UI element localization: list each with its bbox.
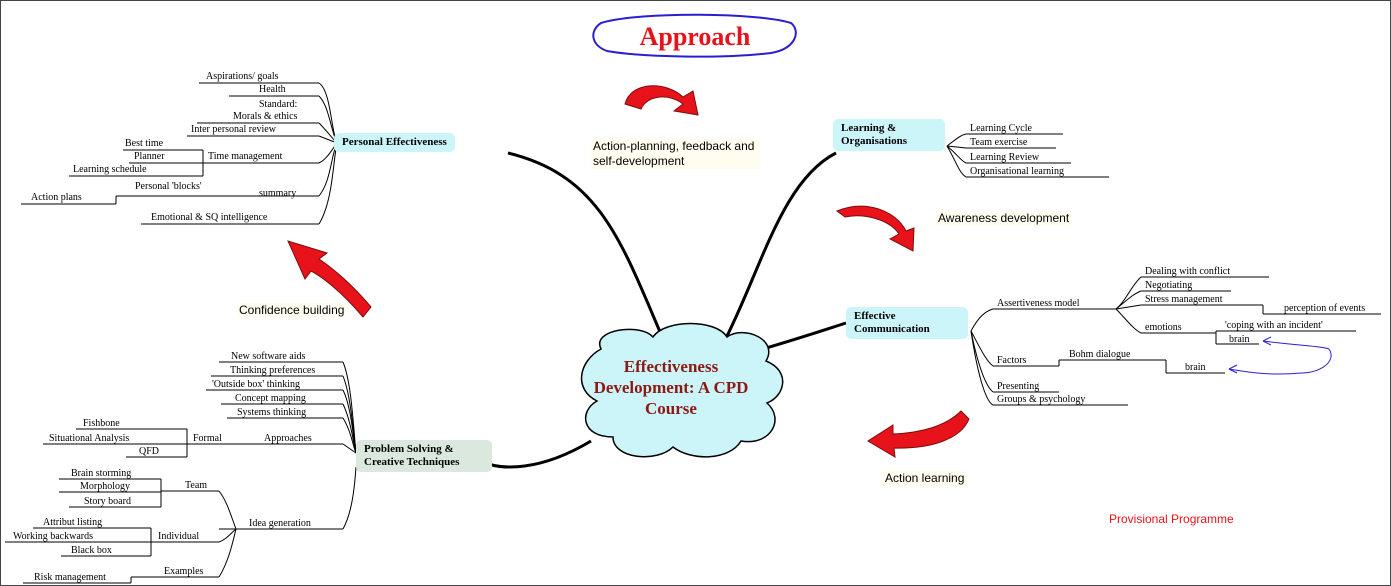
header-oval <box>592 13 797 58</box>
item-negotiating: Negotiating <box>1145 280 1193 291</box>
item-review: Inter personal review <box>191 124 276 135</box>
arrow-bottom <box>867 410 970 458</box>
item-blackbox: Black box <box>71 545 112 556</box>
note-awareness: Awareness development <box>936 211 1072 226</box>
item-risk: Risk management <box>34 572 106 583</box>
item-individual: Individual <box>158 531 200 542</box>
item-summary: summary <box>259 188 297 199</box>
item-standard: Standard: <box>259 99 298 110</box>
learning-lines <box>946 133 1109 178</box>
item-team-exercise: Team exercise <box>970 137 1028 148</box>
note-action-learning: Action learning <box>883 471 967 486</box>
item-examples: Examples <box>164 566 204 577</box>
item-health: Health <box>259 84 286 95</box>
item-perception: perception of events <box>1284 303 1366 314</box>
provisional-programme-note: Provisional Programme <box>1109 512 1234 526</box>
item-stress: Stress management <box>1145 294 1223 305</box>
header-title: Approach <box>639 22 751 51</box>
topic-problem-solving: Problem Solving & Creative Techniques <box>356 440 492 472</box>
note-action-planning: Action-planning, feedback and self-devel… <box>591 139 760 169</box>
brain-feedback-arrows <box>1228 336 1332 375</box>
note-confidence: Confidence building <box>237 303 347 318</box>
item-bohm: Bohm dialogue <box>1069 349 1131 360</box>
item-presenting: Presenting <box>997 381 1040 392</box>
topic-learning-organisations: Learning & Organisations <box>833 119 945 151</box>
item-brain-1: brain <box>1229 334 1250 345</box>
item-idea-generation: Idea generation <box>249 518 311 529</box>
item-team: Team <box>185 480 208 491</box>
item-coping: 'coping with an incident' <box>1225 320 1323 331</box>
item-learning-schedule: Learning schedule <box>73 164 147 175</box>
item-situational: Situational Analysis <box>49 433 130 444</box>
center-topic: Effectiveness Development: A CPD Course <box>593 357 749 418</box>
item-software: New software aids <box>231 351 306 362</box>
item-morphology: Morphology <box>80 481 130 492</box>
item-aspirations: Aspirations/ goals <box>206 71 279 82</box>
item-learning-cycle: Learning Cycle <box>970 123 1032 134</box>
item-brain-2: brain <box>1185 362 1206 373</box>
item-factors: Factors <box>997 355 1027 366</box>
item-organisational-learning: Organisational learning <box>970 166 1064 177</box>
item-attribut: Attribut listing <box>43 517 103 528</box>
item-fishbone: Fishbone <box>83 418 120 429</box>
item-storyboard: Story board <box>84 496 131 507</box>
center-cloud <box>580 322 784 458</box>
item-thinking: Thinking preferences <box>230 365 316 376</box>
topic-personal-effectiveness: Personal Effectiveness <box>334 133 455 152</box>
item-personal-blocks: Personal 'blocks' <box>135 181 202 192</box>
item-assertiveness: Assertiveness model <box>997 298 1080 309</box>
item-outside: 'Outside box' thinking <box>212 379 301 390</box>
item-learning-review: Learning Review <box>970 152 1040 163</box>
topic-effective-communication: Effective Communication <box>846 307 968 339</box>
item-emotional: Emotional & SQ intelligence <box>151 212 268 223</box>
item-conflict: Dealing with conflict <box>1145 266 1230 277</box>
item-best-time: Best time <box>125 138 164 149</box>
item-approaches: Approaches <box>264 433 312 444</box>
arrow-left-top <box>287 240 372 318</box>
item-brainstorming: Brain storming <box>71 468 132 479</box>
item-groups: Groups & psychology <box>997 394 1086 405</box>
item-backwards: Working backwards <box>13 531 94 542</box>
item-morals: Morals & ethics <box>233 111 298 122</box>
item-formal: Formal <box>193 433 222 444</box>
item-planner: Planner <box>134 151 165 162</box>
item-concept: Concept mapping <box>235 393 306 404</box>
red-arrows <box>287 85 970 458</box>
item-qfd: QFD <box>139 446 160 457</box>
arrow-right <box>835 205 915 252</box>
item-emotions: emotions <box>1145 322 1182 333</box>
arrow-top <box>624 85 699 116</box>
problem-lines <box>5 361 357 584</box>
item-systems: Systems thinking <box>237 407 307 418</box>
item-action-plans: Action plans <box>31 192 82 203</box>
communication-lines <box>970 276 1381 406</box>
item-time-management: Time management <box>208 151 283 162</box>
